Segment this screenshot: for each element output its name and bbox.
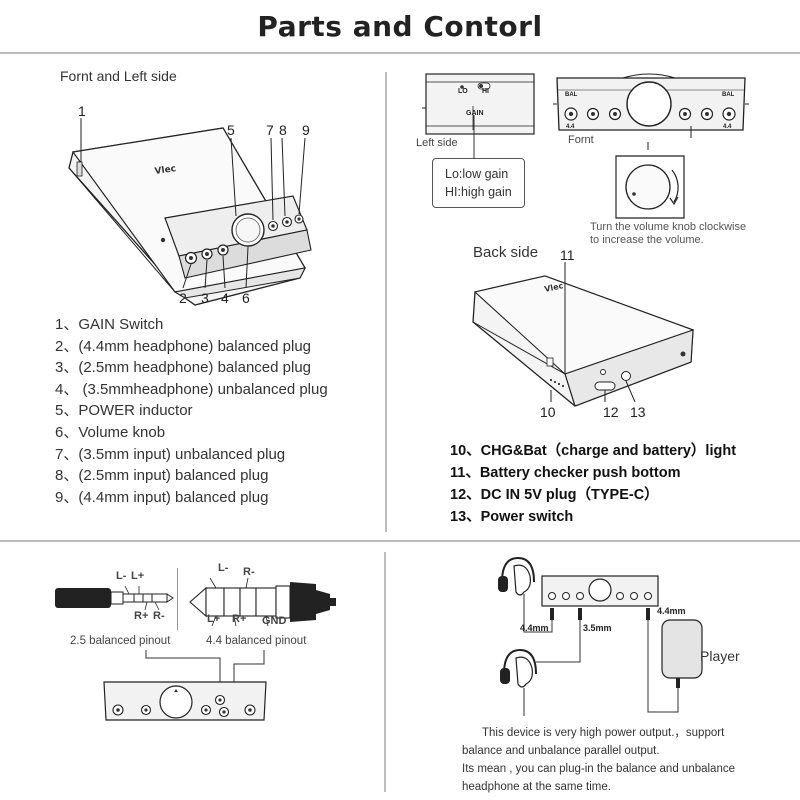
callout-1: 1 xyxy=(78,103,86,119)
middle-divider xyxy=(0,540,800,542)
pinout-44-caption: 4.4 balanced pinout xyxy=(206,635,307,647)
player-label: Player xyxy=(700,648,740,664)
parts-list-item: 6、Volume knob xyxy=(55,423,166,441)
pin25-l-minus: L- xyxy=(116,570,127,582)
conn-label-44-right: 4.4mm xyxy=(657,606,686,616)
callout-8: 8 xyxy=(279,122,287,138)
front-label: Fornt xyxy=(568,134,594,146)
left-side-panel-drawing xyxy=(422,73,535,135)
callout-7: 7 xyxy=(266,122,274,138)
volume-knob-detail xyxy=(615,142,685,219)
parts-list-item: 1、GAIN Switch xyxy=(55,316,164,333)
gain-hi-label: HI xyxy=(482,88,489,95)
bottom-note-line: balance and unbalance parallel output. xyxy=(462,745,660,757)
parts-list: 1、GAIN Switch 2、(4.4mm headphone) balanc… xyxy=(55,314,328,508)
gain-lo-label: LO xyxy=(458,88,468,95)
callout-10: 10 xyxy=(540,404,556,420)
svg-text:Vlec: Vlec xyxy=(544,281,565,294)
callout-9: 9 xyxy=(302,122,310,138)
back-parts-item: 11、Battery checker push bottom xyxy=(450,465,681,481)
gain-low-text: Lo:low gain xyxy=(445,167,509,181)
bottom-note: This device is very high power output.，s… xyxy=(462,724,735,796)
parts-list-item: 8、(2.5mm input) balanced plug xyxy=(55,467,269,485)
back-parts-item: 10、CHG&Bat（charge and battery）light xyxy=(450,443,737,459)
pin44-r-minus: R- xyxy=(243,566,255,578)
parts-list-item: 7、(3.5mm input) unbalanced plug xyxy=(55,445,286,463)
callout-5: 5 xyxy=(227,122,235,138)
callout-13: 13 xyxy=(630,404,646,420)
front-44-label-right: 4.4 xyxy=(723,124,732,130)
callout-6: 6 xyxy=(242,290,250,306)
bottom-note-line: This device is very high power output.，s… xyxy=(482,727,725,739)
front-44-label-left: 4.4 xyxy=(566,124,575,130)
page-title: Parts and Contorl xyxy=(257,10,543,43)
pin25-r-minus: R- xyxy=(153,610,165,622)
knob-note-line: Turn the volume knob clockwise xyxy=(590,221,747,233)
bottom-note-line: headphone at the same time. xyxy=(462,781,611,793)
parts-list-item: 5、POWER inductor xyxy=(55,402,193,420)
title-divider xyxy=(0,52,800,54)
pin25-l-plus: L+ xyxy=(131,570,145,582)
back-side-label: Back side xyxy=(473,244,539,261)
front-left-label: Fornt and Left side xyxy=(60,68,177,84)
parts-list-item: 2、(4.4mm headphone) balanced plug xyxy=(55,337,312,355)
vertical-divider-top xyxy=(385,72,387,532)
conn-label-35: 3.5mm xyxy=(583,623,612,633)
gain-info-box: Lo:low gain HI:high gain xyxy=(432,158,525,208)
svg-text:Vlec: Vlec xyxy=(154,164,177,177)
front-bal-label-right: BAL xyxy=(722,92,735,98)
device-back-drawing: Vlec xyxy=(472,262,695,407)
callout-3: 3 xyxy=(201,290,209,306)
gain-leader-line xyxy=(473,115,475,159)
pinout-leader-lines xyxy=(145,650,265,696)
callout-11: 11 xyxy=(560,247,575,263)
back-parts-list: 10、CHG&Bat（charge and battery）light 11、B… xyxy=(450,440,736,528)
vertical-divider-bottom xyxy=(384,552,386,792)
knob-note-line: to increase the volume. xyxy=(590,234,704,246)
left-side-label: Left side xyxy=(416,137,458,149)
pin44-l-plus: L+ xyxy=(207,613,221,625)
pin25-r-plus: R+ xyxy=(134,610,149,622)
pin44-gnd: GND xyxy=(262,615,287,627)
front-bal-label-left: BAL xyxy=(565,92,578,98)
device-front-left-drawing: Vlec xyxy=(68,118,312,306)
gain-label: GAIN xyxy=(466,110,484,117)
parts-list-item: 3、(2.5mm headphone) balanced plug xyxy=(55,359,312,377)
device-mini-front-left xyxy=(103,681,267,721)
callout-12: 12 xyxy=(603,404,619,420)
callout-4: 4 xyxy=(221,290,229,306)
conn-label-44-left: 4.4mm xyxy=(520,623,549,633)
plug-44-drawing xyxy=(189,577,336,627)
front-panel-drawing xyxy=(553,73,749,138)
parts-list-item: 9、(4.4mm input) balanced plug xyxy=(55,488,269,506)
back-parts-item: 13、Power switch xyxy=(450,509,574,525)
pinout-divider xyxy=(177,568,178,630)
bottom-note-line: Its mean , you can plug-in the balance a… xyxy=(462,763,735,775)
parts-list-item: 4、 (3.5mmheadphone) unbalanced plug xyxy=(55,380,328,398)
knob-note: Turn the volume knob clockwise to increa… xyxy=(590,221,746,247)
plug-25-drawing xyxy=(55,585,174,611)
gain-high-text: HI:high gain xyxy=(445,185,512,199)
callout-2: 2 xyxy=(179,290,187,306)
connection-diagram xyxy=(498,556,703,716)
pin44-r-plus: R+ xyxy=(232,613,247,625)
pinout-25-caption: 2.5 balanced pinout xyxy=(70,635,171,647)
back-parts-item: 12、DC IN 5V plug（TYPE-C） xyxy=(450,487,659,503)
pin44-l-minus: L- xyxy=(218,562,229,574)
